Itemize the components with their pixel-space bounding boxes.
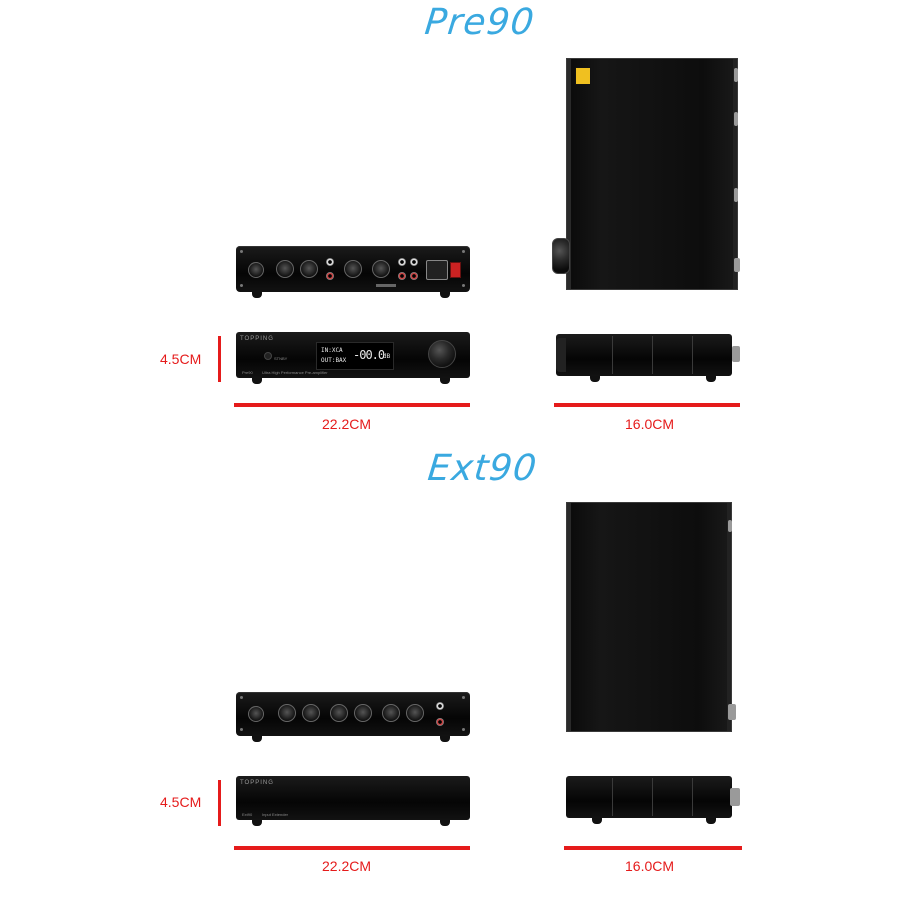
ext90-xlr-3 [330, 704, 348, 722]
pre90-rca-out-r2 [410, 272, 418, 280]
pre90-ir-window [264, 352, 272, 360]
pre90-depth-line [554, 403, 740, 407]
pre90-title: Pre90 [422, 2, 537, 43]
pre90-rca-r [326, 272, 334, 280]
pre90-display-line2: OUT:BAX [321, 357, 347, 364]
ext90-title: Ext90 [425, 448, 540, 489]
pre90-volume-knob [428, 340, 456, 368]
pre90-display-volume: -00.0 [353, 348, 385, 362]
hi-res-badge [575, 67, 591, 85]
ext90-top-view [566, 502, 732, 732]
pre90-rca-out-l [398, 258, 406, 266]
ext90-width-line [234, 846, 470, 850]
ext90-rca-r [436, 718, 444, 726]
ext90-width-label: 22.2CM [322, 858, 372, 874]
ext90-depth-line [564, 846, 742, 850]
pre90-height-line [218, 336, 221, 382]
pre90-rear-panel [236, 246, 470, 292]
pre90-display-unit: dB [383, 353, 391, 360]
pre90-height-label: 4.5CM [160, 351, 202, 367]
ext90-xlr-4 [354, 704, 372, 722]
pre90-depth-label: 16.0CM [625, 416, 675, 432]
pre90-power-switch [450, 262, 461, 278]
ext90-rear-panel [236, 692, 470, 736]
ext90-xlr-6 [406, 704, 424, 722]
pre90-top-view-knob [552, 238, 570, 274]
pre90-side-view [556, 334, 732, 376]
pre90-xlr-in-2 [300, 260, 318, 278]
pre90-rca-l [326, 258, 334, 266]
ext90-xlr-5 [382, 704, 400, 722]
ext90-front-panel: TOPPING Ext90 Input Extender [236, 776, 470, 820]
pre90-top-view [566, 58, 738, 290]
pre90-front-display: IN:XCA OUT:BAX -00.0 dB [316, 342, 394, 370]
pre90-xlr-in-1 [276, 260, 294, 278]
pre90-width-label: 22.2CM [322, 416, 372, 432]
pre90-front-panel: TOPPING STNBY Pre90 Ultra High Performan… [236, 332, 470, 378]
pre90-rca-out-l2 [410, 258, 418, 266]
pre90-rca-out-r [398, 272, 406, 280]
ext90-depth-label: 16.0CM [625, 858, 675, 874]
ext90-height-label: 4.5CM [160, 794, 202, 810]
pre90-width-line [234, 403, 470, 407]
ext90-ext-connector [248, 706, 264, 722]
ext90-side-view [566, 776, 732, 818]
pre90-xlr-out-1 [344, 260, 362, 278]
pre90-ext-connector [248, 262, 264, 278]
pre90-xlr-out-2 [372, 260, 390, 278]
pre90-display-line1: IN:XCA [321, 347, 343, 354]
ext90-rca-l [436, 702, 444, 710]
ext90-xlr-1 [278, 704, 296, 722]
ext90-height-line [218, 780, 221, 826]
ext90-xlr-2 [302, 704, 320, 722]
pre90-power-inlet [426, 260, 448, 280]
